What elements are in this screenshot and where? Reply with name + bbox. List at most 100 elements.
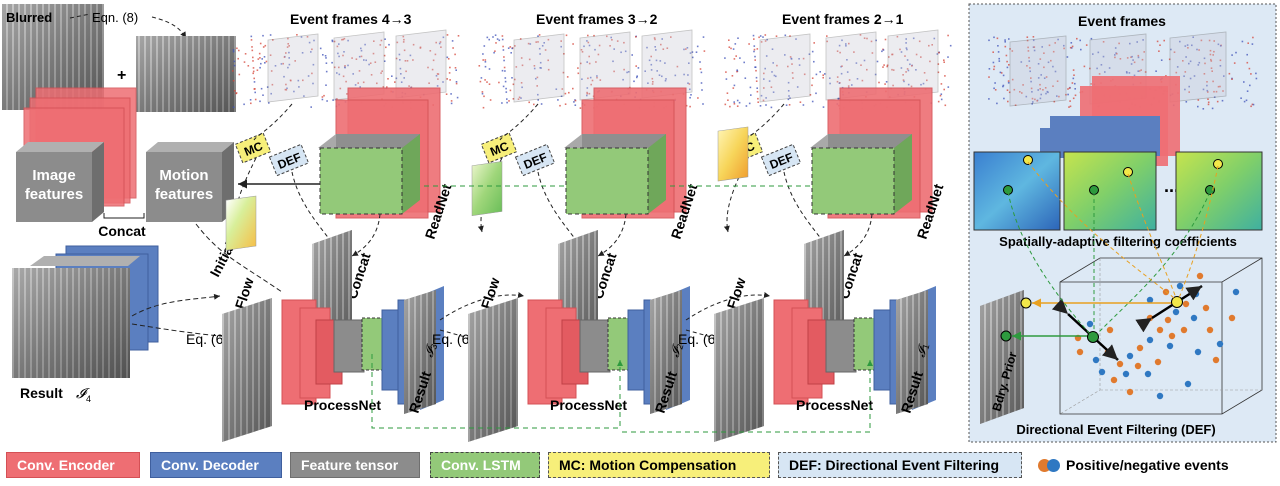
coeff-map-3 [1175,151,1263,231]
eqn8-arrow-right [151,16,187,39]
positive-event-10 [1182,300,1190,308]
coeff-map-2 [1063,151,1157,231]
event-frames-title-1: Event frames 4→3 [290,11,412,27]
result-to-next-arrow-1 [439,292,525,321]
legend-negative-dot [1047,458,1060,472]
positive-event-23 [1106,326,1114,334]
slice-to-mc-arrow-3 [745,103,785,141]
positive-event-28 [1206,326,1214,334]
panel-event-slice-1 [1009,35,1067,107]
result4-stack [12,245,159,378]
legend-feature-tensor: Feature tensor [290,452,420,478]
event-slice-1-1 [267,33,319,103]
bdry-point-green [1000,330,1012,342]
eq6-label-3: Eq. (6) [678,331,720,347]
legend-conv-lstm: Conv. LSTM [430,452,540,478]
lstm-cube-side-2 [648,134,666,214]
positive-event-33 [1126,388,1134,396]
negative-event-35 [1232,288,1240,296]
legend-directional-event-filtering: DEF: Directional Event Filtering [778,452,1022,478]
result-subscript-1: 3 [428,343,439,351]
negative-event-20 [1190,314,1198,322]
negative-event-22 [1086,320,1094,328]
legend-events: Positive/negative events [1030,452,1276,478]
latent-image [136,36,236,112]
panel-title: Event frames [1078,13,1166,29]
positive-event-19 [1180,326,1188,334]
result-subscript-3: 1 [920,343,931,351]
sa-coeff-label: Spatially-adaptive filtering coefficient… [999,234,1237,249]
result-image-texture-1 [404,290,436,414]
positive-event-5 [1136,344,1144,352]
slice-to-mc-arrow-1 [253,103,293,141]
event-slice-3-1 [759,33,811,103]
positive-event-0 [1076,348,1084,356]
result-image-texture-2 [650,290,682,414]
result-subscript-2: 2 [674,343,685,351]
processnet-lstm-3 [853,317,875,371]
eqn8-arrow-left [69,13,91,19]
event-frames-title-3: Event frames 2→1 [782,11,904,27]
legend-events-label: Positive/negative events [1066,457,1229,473]
result4-arrow [131,293,221,317]
lstm-to-concat-arrow-1 [351,213,381,257]
processnet-lstm-2 [607,317,629,371]
def-tag-2 [514,143,556,177]
def-3d-box [1059,257,1263,415]
legend-motion-compensation: MC: Motion Compensation [548,452,770,478]
negative-event-34 [1156,392,1164,400]
concat-bracket [103,213,145,219]
concat-label: Concat [98,223,146,239]
mc-tag-1 [234,132,272,164]
image-features-tensor [16,142,104,222]
def-tag-3 [760,143,802,177]
image-features-label-2: features [25,186,83,203]
lstm-link-bottom-2 [622,360,873,433]
legend-conv-decoder: Conv. Decoder [150,452,282,478]
negative-event-12 [1098,368,1106,376]
lstm-to-concat-arrow-2 [597,213,627,257]
negative-event-26 [1176,282,1184,290]
negative-event-1 [1092,356,1100,364]
negative-event-24 [1146,296,1154,304]
eqn8-label: Eqn. (8) [92,10,138,25]
warped-image-texture-2 [468,298,518,442]
processnet-label-2: ProcessNet [550,397,627,413]
eq6-label-2: Eq. (6) [432,331,474,347]
image-features-label-1: Image [32,167,75,184]
plus-sign: + [117,67,126,84]
init-to-processnet-arrow [195,223,283,293]
result-to-next-arrow-2 [685,292,771,321]
negative-event-29 [1216,340,1224,348]
lstm-link-bottom-1 [371,354,623,429]
negative-event-4 [1126,352,1134,360]
processnet-lstm-1 [361,317,383,371]
processnet-feature-1 [333,319,365,373]
event-slice-3-3 [887,29,939,99]
motion-features-label-2: features [155,186,213,203]
positive-event-7 [1156,326,1164,334]
negative-event-6 [1146,336,1154,344]
event-point-yellow [1171,296,1183,308]
warped-image-texture-3 [714,298,764,442]
positive-event-37 [1168,332,1176,340]
mc-label-2: MC [488,139,511,159]
lstm-cube-side-1 [402,134,420,214]
positive-event-8 [1164,316,1172,324]
legend-conv-encoder: Conv. Encoder [6,452,140,478]
lstm-cube-3 [811,147,895,215]
positive-event-3 [1116,360,1124,368]
positive-event-17 [1154,358,1162,366]
negative-event-18 [1166,342,1174,350]
processnet-feature-3 [825,319,857,373]
processnet-label-1: ProcessNet [304,397,381,413]
def-title: Directional Event Filtering (DEF) [1016,422,1215,437]
positive-event-27 [1196,272,1204,280]
event-frames-title-2: Event frames 3→2 [536,11,658,27]
negative-event-39 [1194,348,1202,356]
processnet-feature-2 [579,319,611,373]
flow-map-2 [471,161,503,216]
blurred-image [2,4,104,110]
